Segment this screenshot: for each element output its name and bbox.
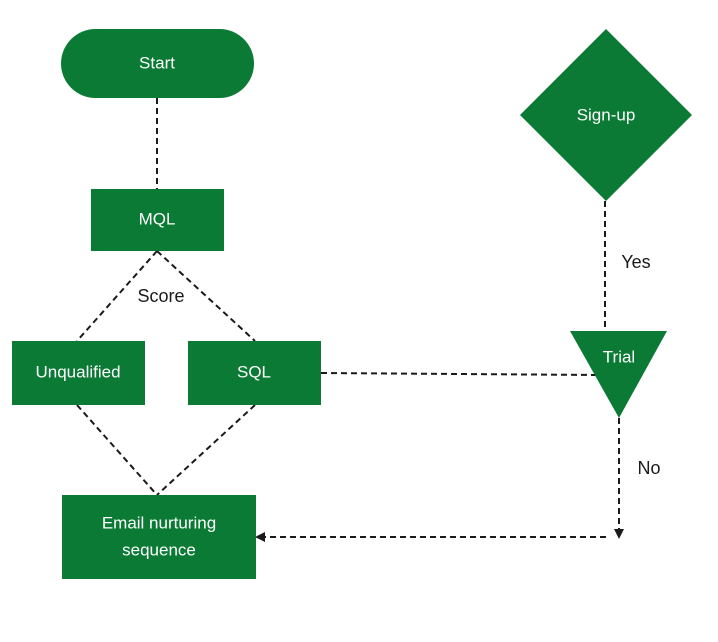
unqualified-node-label: Unqualified: [35, 362, 120, 381]
edge-label-score: Score: [137, 286, 184, 306]
email-nurturing-label-line2: sequence: [122, 540, 196, 559]
email-nurturing-label-line1: Email nurturing: [102, 513, 216, 532]
edge-sql-to-email: [156, 404, 256, 496]
edge-sql-to-trial: [320, 372, 599, 376]
trial-node: [570, 331, 667, 418]
edge-mql-to-unqualified: [76, 250, 158, 342]
sql-node: [188, 341, 321, 405]
signup-node-label: Sign-up: [577, 105, 636, 124]
edge-label-no: No: [637, 458, 660, 478]
email-nurturing-node: [62, 495, 256, 579]
trial-node-label: Trial: [603, 347, 635, 366]
mql-node-label: MQL: [139, 209, 176, 228]
edge-mql-to-sql: [156, 250, 256, 342]
start-node-label: Start: [139, 53, 175, 72]
sql-node-label: SQL: [237, 362, 271, 381]
start-node: [61, 29, 254, 98]
mql-node: [91, 189, 224, 251]
edge-label-yes: Yes: [621, 252, 650, 272]
signup-decision-node: [520, 29, 692, 201]
unqualified-node: [12, 341, 145, 405]
edge-unqualified-to-email: [76, 404, 158, 496]
